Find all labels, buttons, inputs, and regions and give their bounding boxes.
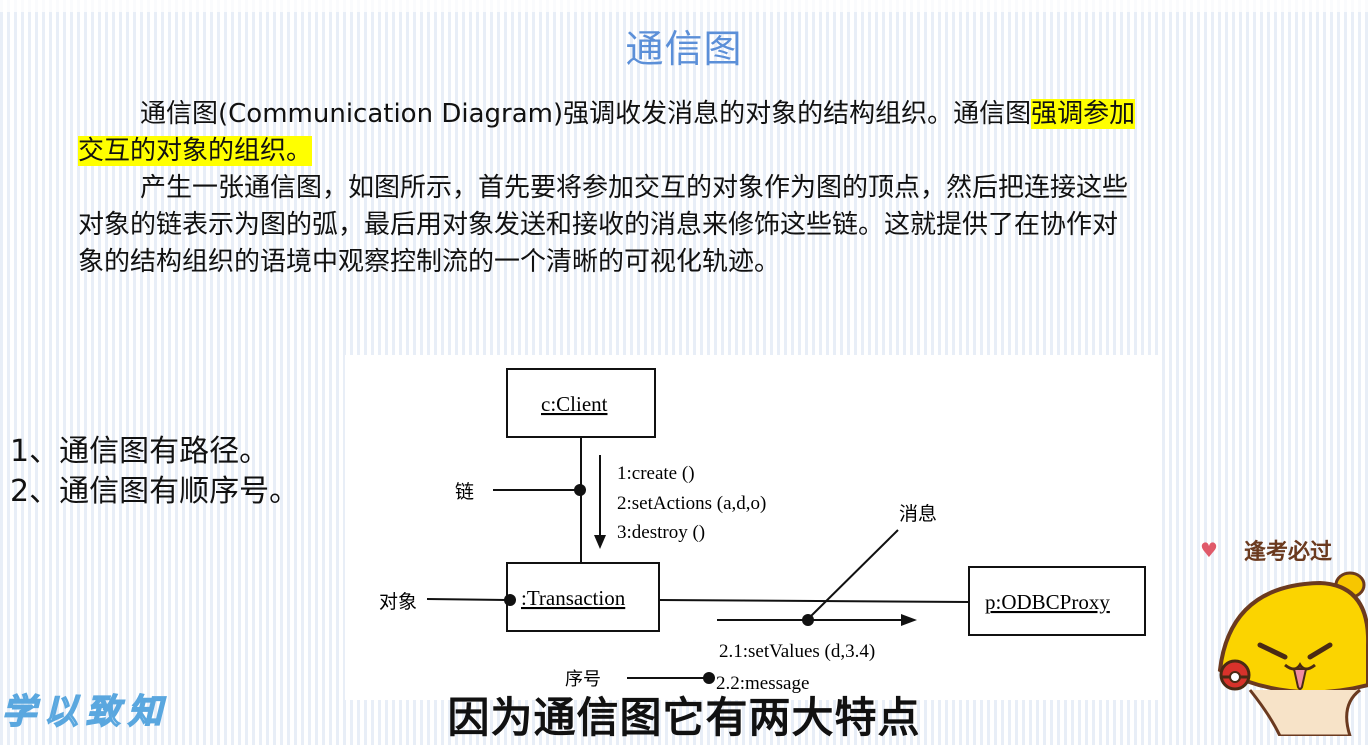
highlight-text-2: 交互的对象的组织。 bbox=[78, 136, 313, 166]
link-dot bbox=[574, 484, 586, 496]
message-3: 3:destroy () bbox=[617, 522, 705, 543]
mascot-sticker-icon bbox=[1217, 571, 1368, 736]
client-label: c:Client bbox=[541, 392, 608, 416]
arrow-down-icon bbox=[594, 535, 606, 549]
sequence-dot bbox=[703, 672, 715, 684]
communication-diagram: c:Client :Transaction p:ODBCProxy 1:crea… bbox=[345, 355, 1160, 700]
proxy-label: p:ODBCProxy bbox=[985, 590, 1110, 614]
message-2-2: 2.2:message bbox=[716, 673, 809, 694]
diagram-canvas: c:Client :Transaction p:ODBCProxy 1:crea… bbox=[379, 368, 1146, 694]
annotation-message: 消息 bbox=[899, 503, 937, 525]
annotation-object: 对象 bbox=[379, 591, 417, 613]
message-2-1: 2.1:setValues (d,3.4) bbox=[719, 641, 875, 662]
highlight-text-1: 强调参加 bbox=[1031, 99, 1136, 129]
feature-item: 2、通信图有顺序号。 bbox=[10, 474, 300, 509]
message-2: 2:setActions (a,d,o) bbox=[617, 493, 766, 514]
paragraph-2-line-1: 产生一张通信图，如图所示，首先要将参加交互的对象作为图的顶点，然后把连接这些 bbox=[140, 173, 1129, 203]
paragraph-1: 通信图(Communication Diagram)强调收发消息的对象的结构组织… bbox=[78, 96, 1278, 170]
arrow-right-icon bbox=[901, 614, 917, 626]
paragraph-2: 产生一张通信图，如图所示，首先要将参加交互的对象作为图的顶点，然后把连接这些 对… bbox=[78, 170, 1278, 281]
message-1: 1:create () bbox=[617, 463, 695, 484]
paragraph-2-line-3: 象的结构组织的语境中观察控制流的一个清晰的可视化轨迹。 bbox=[78, 247, 781, 277]
message-dot bbox=[802, 614, 814, 626]
feature-list: 1、通信图有路径。 2、通信图有顺序号。 bbox=[10, 432, 299, 512]
paragraph-2-line-2: 对象的链表示为图的弧，最后用对象发送和接收的消息来修饰这些链。这就提供了在协作对 bbox=[78, 210, 1119, 240]
transaction-label: :Transaction bbox=[521, 586, 626, 610]
paragraph-1-text: 通信图(Communication Diagram)强调收发消息的对象的结构组织… bbox=[140, 99, 1032, 129]
heart-icon: ♥ bbox=[1200, 538, 1218, 562]
video-subtitle: 因为通信图它有两大特点 bbox=[447, 693, 921, 742]
watermark-logo: 学以致知 bbox=[1, 691, 170, 733]
annotation-link: 链 bbox=[455, 481, 474, 503]
bg-band bbox=[0, 0, 1368, 12]
annotation-sequence: 序号 bbox=[565, 669, 601, 690]
object-dot bbox=[504, 594, 516, 606]
sticker-caption: 逢考必过 bbox=[1244, 540, 1333, 565]
feature-item: 1、通信图有路径。 bbox=[10, 434, 270, 469]
page-title: 通信图 bbox=[625, 27, 743, 71]
